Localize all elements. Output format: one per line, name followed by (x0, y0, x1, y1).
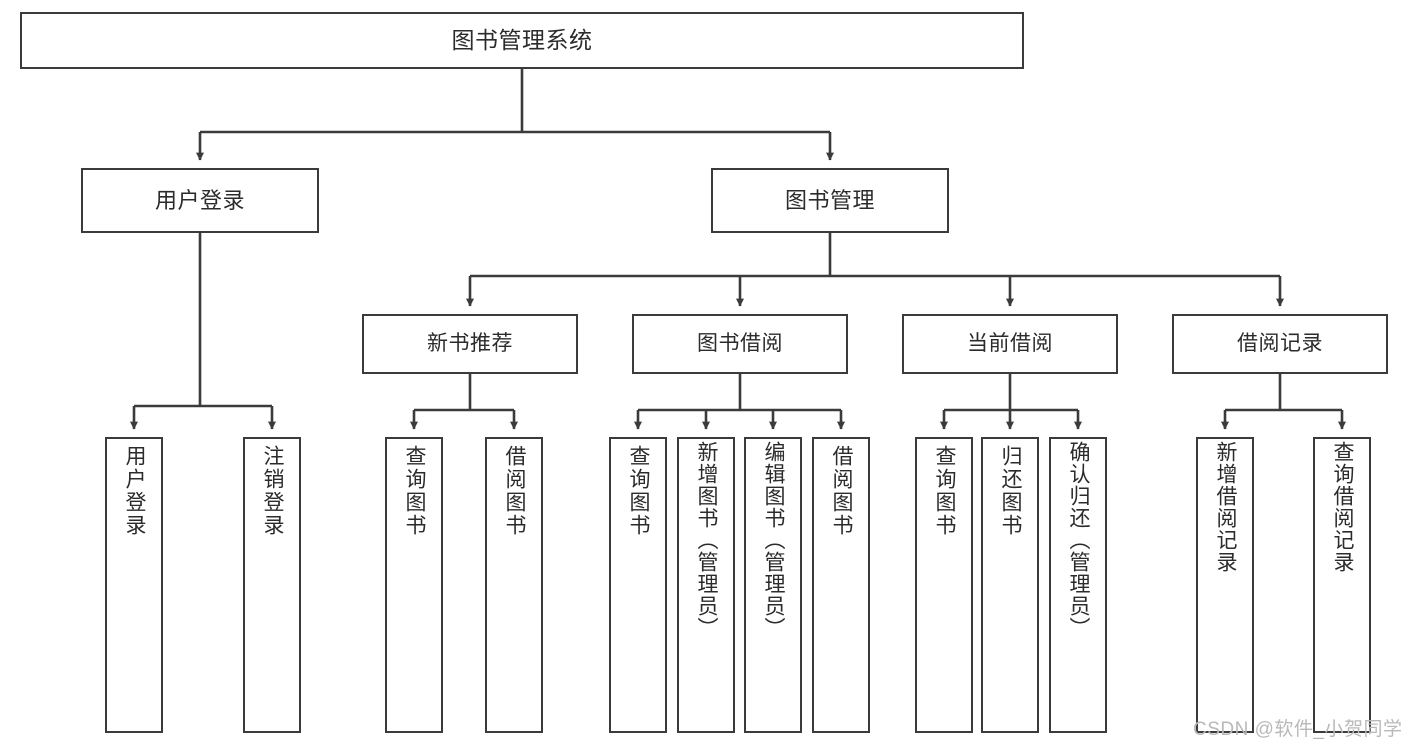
leaf-node[interactable]: 注销登录 (243, 437, 301, 733)
node-current-borrowing[interactable]: 当前借阅 (902, 314, 1118, 374)
node-label: 编辑图书（管理员） (762, 441, 786, 639)
node-book-borrowing[interactable]: 图书借阅 (632, 314, 848, 374)
node-label: 注销登录 (261, 445, 285, 537)
node-root-system[interactable]: 图书管理系统 (20, 12, 1024, 69)
node-label: 当前借阅 (967, 331, 1053, 355)
node-label: 图书管理系统 (451, 26, 593, 53)
leaf-node[interactable]: 确认归还（管理员） (1049, 437, 1107, 733)
node-label: 查询图书 (627, 445, 651, 537)
leaf-node[interactable]: 新增图书（管理员） (677, 437, 735, 733)
node-label: 图书借阅 (697, 331, 783, 355)
node-label: 用户登录 (154, 187, 245, 213)
node-book-management[interactable]: 图书管理 (711, 168, 949, 233)
leaf-node[interactable]: 归还图书 (981, 437, 1039, 733)
leaf-node[interactable]: 编辑图书（管理员） (744, 437, 802, 733)
node-label: 图书管理 (784, 187, 875, 213)
leaf-node[interactable]: 查询图书 (609, 437, 667, 733)
leaf-node[interactable]: 查询借阅记录 (1313, 437, 1371, 733)
node-label: 借阅图书 (503, 445, 527, 537)
node-label: 新增借阅记录 (1214, 441, 1238, 573)
node-label: 新书推荐 (427, 331, 513, 355)
node-label: 新增图书（管理员） (695, 441, 719, 639)
watermark: CSDN @软件_小贺同学 (1193, 719, 1403, 740)
node-label: 归还图书 (999, 445, 1023, 537)
leaf-node[interactable]: 新增借阅记录 (1196, 437, 1254, 733)
node-borrowing-record[interactable]: 借阅记录 (1172, 314, 1388, 374)
node-label: 借阅图书 (830, 445, 854, 537)
leaf-node[interactable]: 借阅图书 (485, 437, 543, 733)
leaf-node[interactable]: 借阅图书 (812, 437, 870, 733)
node-new-book-recommendation[interactable]: 新书推荐 (362, 314, 578, 374)
node-label: 确认归还（管理员） (1067, 441, 1091, 639)
node-label: 借阅记录 (1237, 331, 1323, 355)
node-label: 查询图书 (933, 445, 957, 537)
node-label: 查询图书 (403, 445, 427, 537)
leaf-node[interactable]: 用户登录 (105, 437, 163, 733)
node-label: 用户登录 (123, 445, 147, 537)
leaf-node[interactable]: 查询图书 (915, 437, 973, 733)
leaf-node[interactable]: 查询图书 (385, 437, 443, 733)
node-user-login[interactable]: 用户登录 (81, 168, 319, 233)
node-label: 查询借阅记录 (1331, 441, 1355, 573)
